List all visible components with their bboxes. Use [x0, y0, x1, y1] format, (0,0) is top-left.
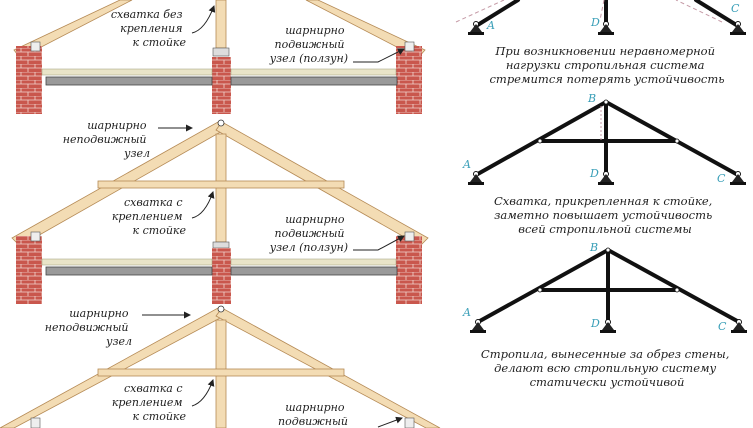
right-wall	[396, 46, 422, 114]
house-section-2	[11, 119, 429, 304]
collar-tie	[97, 180, 345, 189]
point-a-2: A	[462, 158, 471, 171]
house-section-1	[13, 0, 426, 114]
label-fixed-joint-3: шарнирно неподвижный узел	[45, 307, 132, 348]
label-fixed-joint-2: шарнирно неподвижный узел	[63, 119, 150, 160]
point-b-3: B	[589, 241, 598, 254]
collar-tie	[97, 368, 345, 377]
support-a	[468, 21, 484, 35]
point-a-1: A	[486, 19, 495, 32]
point-b-2: B	[587, 92, 596, 105]
house-section-3	[0, 305, 441, 428]
right-wall	[396, 236, 422, 304]
point-d-3: D	[590, 317, 600, 330]
point-c-2: C	[717, 172, 726, 185]
mauerlat	[30, 41, 41, 52]
caption-1: При возникновении неравномерной нагрузки…	[489, 44, 724, 86]
point-c-3: C	[718, 320, 727, 333]
label-brace-fixed-3: схватка с креплением к стойке	[112, 382, 187, 423]
point-a-3: A	[462, 306, 471, 319]
point-d-2: D	[589, 167, 599, 180]
post-plate	[212, 47, 230, 57]
label-sliding-joint-2: шарнирно подвижный узел (ползун)	[269, 213, 348, 254]
point-d-1: D	[590, 16, 600, 29]
post	[215, 0, 227, 49]
left-wall	[16, 46, 42, 114]
label-brace-no-fix: схватка без крепления к стойке	[111, 8, 187, 49]
floor-insulation	[41, 68, 213, 76]
label-sliding-joint-3: шарнирно подвижный	[278, 401, 348, 428]
scheme-brace-fixed	[468, 99, 746, 185]
center-wall	[212, 57, 231, 114]
label-brace-fixed-2: схватка с креплением к стойке	[112, 196, 187, 237]
scheme-overhang-stable	[470, 247, 747, 333]
support-d	[598, 21, 614, 35]
scheme-unstable	[455, 0, 746, 35]
caption-3: Стропила, вынесенные за обрез стены, дел…	[481, 347, 733, 389]
point-c-1: C	[731, 2, 740, 15]
floor-slab	[45, 76, 213, 86]
right-rafter	[215, 307, 441, 428]
ridge-hinge	[217, 119, 225, 127]
center-wall	[212, 248, 231, 304]
label-sliding-joint-1: шарнирно подвижный узел (ползун)	[269, 24, 348, 65]
caption-2: Схватка, прикрепленная к стойке, заметно…	[494, 194, 716, 236]
left-wall	[16, 236, 42, 304]
support-c	[730, 21, 746, 35]
